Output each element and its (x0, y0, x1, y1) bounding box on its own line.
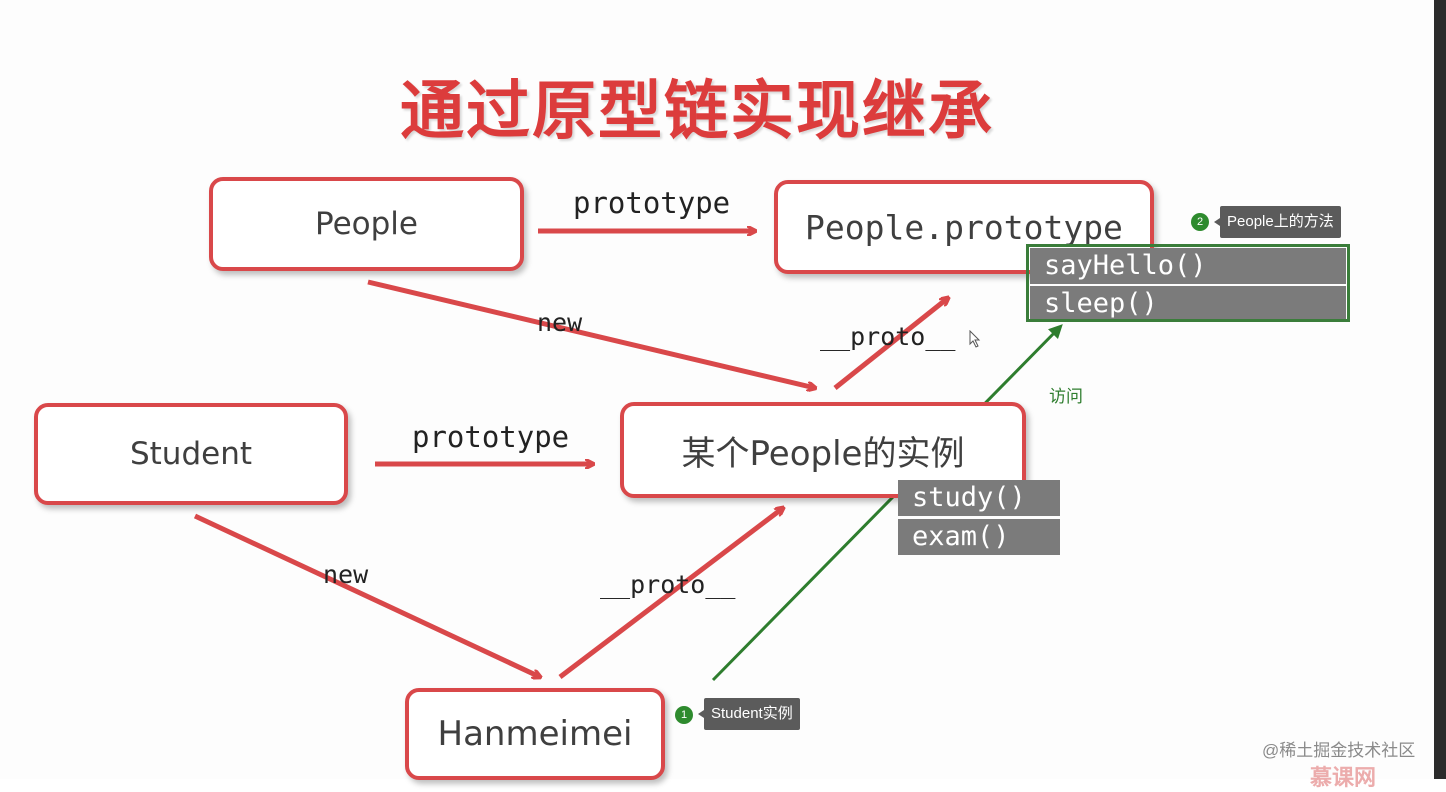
box-hanmeimei-label: Hanmeimei (437, 714, 633, 754)
box-people-label: People (315, 206, 418, 242)
box-people: People (209, 177, 524, 271)
diagram-arrows (193, 0, 1063, 682)
arrow-access-green (711, 324, 1063, 682)
label-hanmeimei-proto: __proto__ (600, 570, 736, 599)
arrow-people-new (367, 279, 815, 388)
brand-logo: 慕课网 (1310, 765, 1377, 790)
arrow-student-new (193, 513, 540, 677)
marker-1-badge[interactable]: 1 (675, 706, 693, 724)
label-student-prototype: prototype (412, 420, 570, 454)
method-sleep: sleep() (1030, 286, 1346, 320)
method-sayhello: sayHello() (1030, 248, 1346, 284)
mouse-cursor-icon (969, 330, 981, 348)
box-people-prototype-label: People.prototype (805, 207, 1123, 247)
marker-2-tooltip: People上的方法 (1214, 206, 1341, 238)
slide-canvas: 通过原型链实现继承 People People.prototype Studen… (34, 0, 1416, 790)
method-study: study() (898, 480, 1060, 516)
box-people-prototype: People.prototype (774, 180, 1154, 274)
watermark: @稀土掘金技术社区 (1262, 741, 1416, 760)
label-people-prototype: prototype (573, 186, 731, 220)
box-student: Student (34, 403, 348, 505)
access-label: 访问 (1049, 387, 1083, 406)
method-exam: exam() (898, 519, 1060, 555)
box-hanmeimei: Hanmeimei (405, 688, 665, 780)
box-people-instance-label: 某个People的实例 (681, 433, 965, 474)
label-instance-proto: __proto__ (820, 322, 956, 351)
slide-title: 通过原型链实现继承 (400, 75, 994, 149)
highlight-frame (1026, 244, 1350, 322)
label-student-new: new (323, 560, 369, 589)
arrow-hanmeimei-proto (558, 508, 783, 679)
right-scrollbar[interactable] (1434, 0, 1446, 779)
marker-1-tooltip: Student实例 (698, 698, 800, 730)
label-people-new: new (537, 308, 583, 337)
marker-2-badge[interactable]: 2 (1191, 213, 1209, 231)
box-student-label: Student (129, 436, 253, 472)
arrow-instance-proto (833, 298, 948, 390)
